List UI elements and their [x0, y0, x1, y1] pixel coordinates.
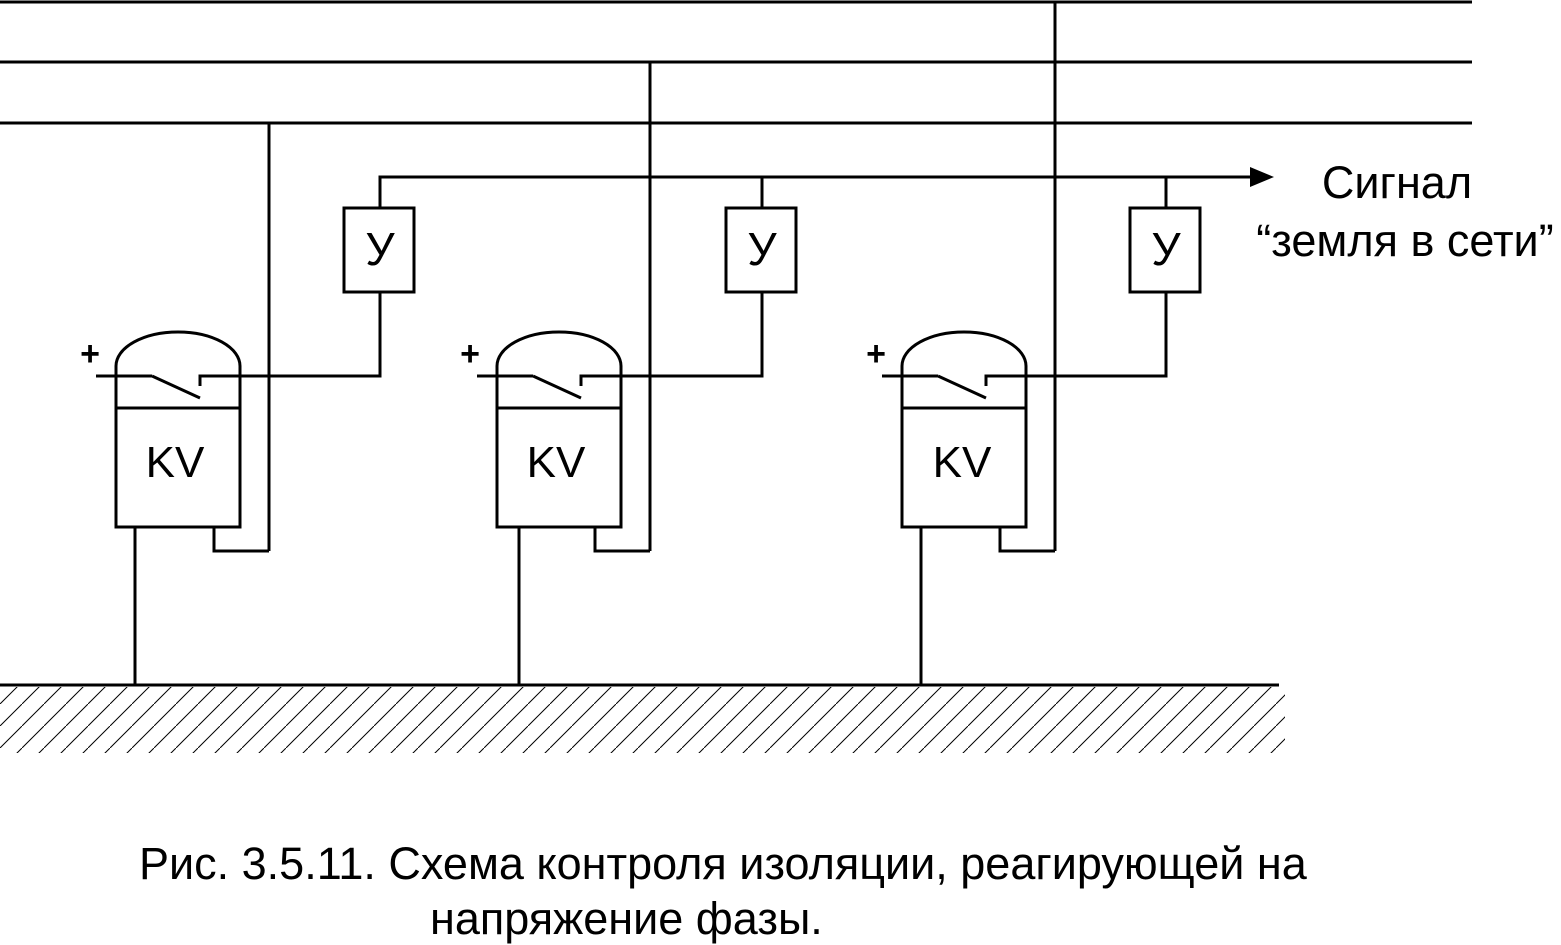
signal-bus [378, 175, 1250, 292]
contact-blade-1 [151, 374, 201, 400]
relay-kv-1-label: KV [146, 438, 205, 487]
monitor-unit-2: KV + У [460, 62, 798, 685]
signal-label-line1: Сигнал [1322, 157, 1472, 208]
contact-output-3 [984, 292, 1168, 386]
contact-output-1 [198, 292, 382, 386]
plus-sign-3: + [866, 335, 886, 373]
figure-caption-line2: напряжение фазы. [430, 893, 823, 944]
relay-contact-housing-2 [495, 330, 623, 408]
amplifier-3-label: У [1151, 223, 1181, 275]
relay-kv-2 [495, 406, 623, 529]
relay-kv-1 [114, 406, 242, 529]
monitor-unit-3: KV + У [866, 2, 1202, 685]
relay-contact-housing-3 [900, 330, 1028, 408]
plus-sign-1: + [80, 335, 100, 373]
relay-contact-housing-1 [114, 330, 242, 408]
figure-caption-line1: Рис. 3.5.11. Схема контроля изоляции, ре… [139, 838, 1307, 889]
amplifier-3 [1128, 206, 1202, 294]
signal-label-line2: “земля в сети” [1256, 215, 1553, 266]
relay-kv-3 [900, 406, 1028, 529]
monitor-unit-1: KV + У [80, 123, 416, 685]
amplifier-1 [342, 206, 416, 294]
amplifier-2-label: У [747, 223, 777, 275]
contact-blade-3 [937, 374, 987, 400]
signal-arrow [1250, 167, 1274, 187]
relay-kv-2-label: KV [527, 438, 586, 487]
contact-blade-2 [532, 374, 582, 400]
relay-kv-3-label: KV [933, 438, 992, 487]
amplifier-1-label: У [365, 223, 395, 275]
ground-hatching [0, 687, 1285, 753]
plus-sign-2: + [460, 335, 480, 373]
contact-output-2 [579, 292, 764, 386]
